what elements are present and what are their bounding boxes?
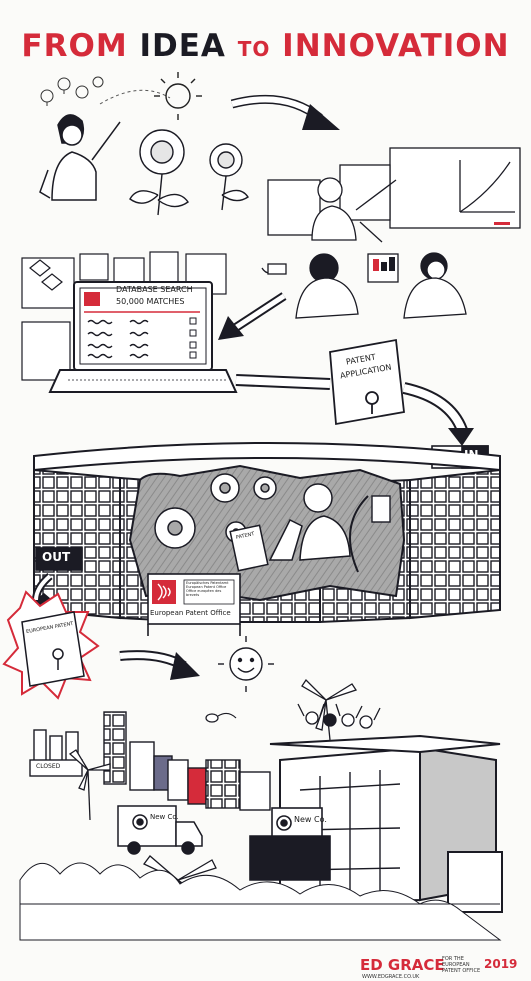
title-idea: IDEA <box>139 28 226 64</box>
sunflower-plants <box>129 129 249 216</box>
sun-icon <box>154 72 202 120</box>
epo-sign <box>147 573 241 636</box>
meeting-table-scene <box>261 252 467 319</box>
page-title: FROM IDEA TO INNOVATION <box>0 28 531 64</box>
newco-building <box>269 734 503 913</box>
newco-sign-label: New Co. <box>294 815 327 824</box>
closed-sign: CLOSED <box>36 763 61 770</box>
city-skyline <box>29 711 271 811</box>
truck-label: New Co. <box>150 813 179 821</box>
bee-icon <box>205 712 237 723</box>
cheering-people <box>297 703 381 729</box>
newco-sign <box>249 807 331 881</box>
credit-year: 2019 <box>484 957 518 971</box>
dashed-path <box>99 89 171 105</box>
credit-for: FOR THE EUROPEAN PATENT OFFICE <box>442 956 481 974</box>
european-patent-doc <box>21 611 85 687</box>
credit-website: WWW.EDGRACE.CO.UK <box>362 974 420 980</box>
title-from: FROM <box>21 28 128 64</box>
whiteboard-scene <box>267 147 521 243</box>
pinned-notes <box>21 251 227 381</box>
title-innovation: INNOVATION <box>282 28 510 64</box>
woman-thinker <box>39 114 121 201</box>
patent-application-doc <box>329 338 405 426</box>
title-to: TO <box>237 37 271 61</box>
epo-sign-small-text: Europäisches Patentamt European Patent O… <box>186 581 229 597</box>
laptop-search-header: DATABASE SEARCH <box>116 285 193 294</box>
laptop <box>48 281 238 393</box>
smiling-sun-icon <box>218 636 274 692</box>
lightbulb-icons <box>40 76 104 106</box>
laptop-matches: 50,000 MATCHES <box>116 297 185 306</box>
in-label: IN <box>464 448 479 462</box>
epo-sign-name: European Patent Office <box>150 609 231 617</box>
credit-name: ED GRACE <box>360 956 445 974</box>
out-label: OUT <box>42 550 71 564</box>
epo-interior-cutaway <box>128 464 406 602</box>
search-results-lines <box>87 317 197 359</box>
delivery-truck <box>117 805 203 855</box>
